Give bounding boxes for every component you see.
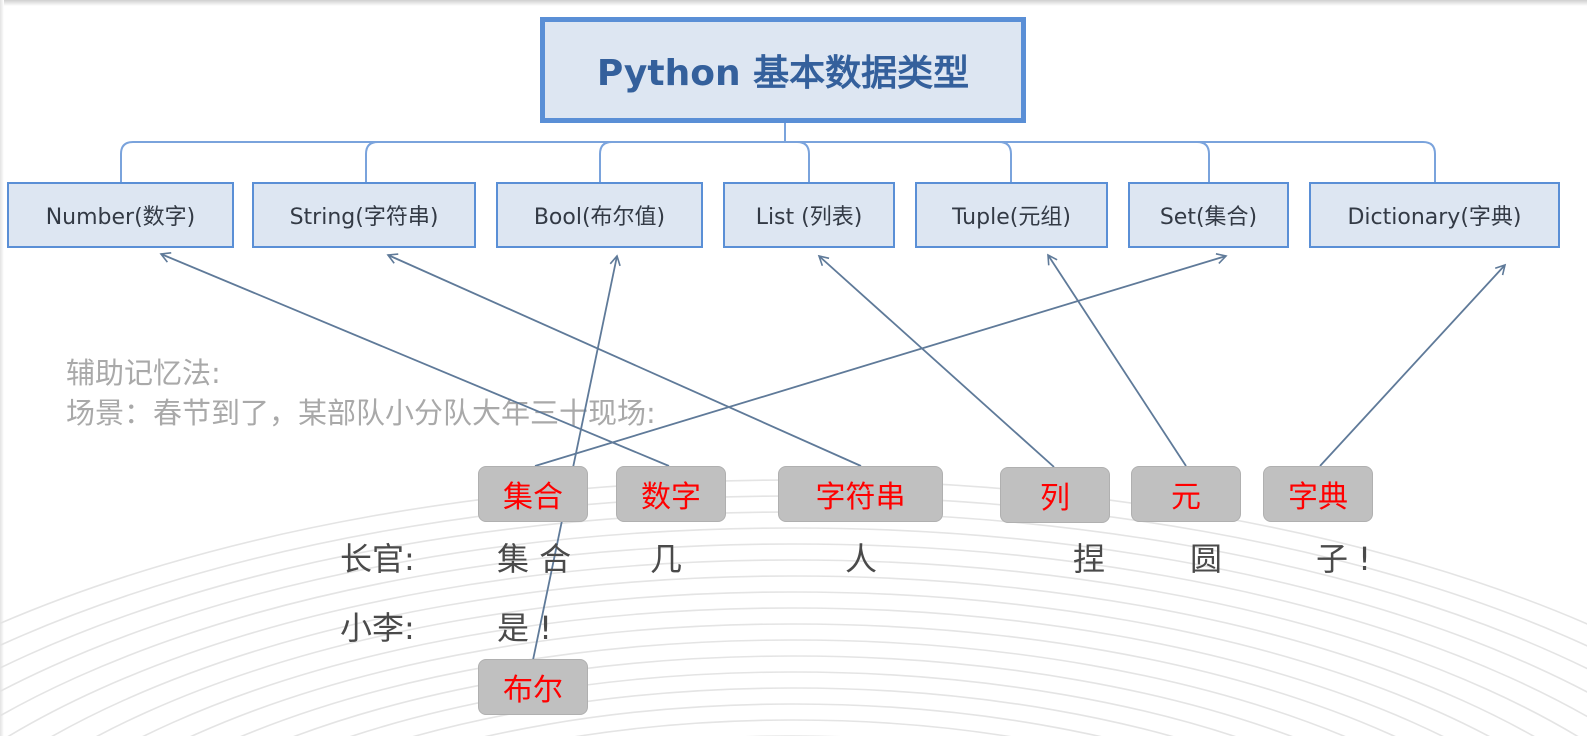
type-node-list: List (列表) [723,182,895,248]
connector-set [1196,141,1210,182]
tag-label: 列 [1040,481,1070,516]
tag-label: 数字 [641,480,701,515]
root-title: Python 基本数据类型 [596,53,970,94]
tag-label: 元 [1171,480,1201,515]
background-arc [142,607,1444,736]
type-node-number: Number(数字) [7,182,234,248]
type-node-tuple: Tuple(元组) [915,182,1108,248]
hint-title: 辅助记忆法: [66,356,221,390]
background-arc [190,623,1396,736]
background-arc [412,687,1174,736]
background-arc [293,655,1293,736]
type-label: Dictionary(字典) [1347,205,1522,230]
background-arc [51,575,1535,736]
tag-label: 布尔 [503,673,563,708]
type-node-set: Set(集合) [1128,182,1289,248]
type-label: Set(集合) [1159,205,1258,230]
officer-word: 几 [650,540,683,578]
arrow-list [817,254,1055,468]
connector-bool [599,141,613,182]
type-node-string: String(字符串) [252,182,476,248]
tag-label: 字典 [1288,480,1348,515]
arrow-bool [532,254,621,661]
tag-set: 集合 [478,466,588,522]
background-arc [0,527,1587,693]
arrow-string [386,253,862,467]
tag-dictionary: 字典 [1263,466,1373,522]
connector-tuple [998,141,1012,182]
soldier-speaker: 小李: [340,609,415,647]
background-arc [350,671,1236,736]
type-label: Bool(布尔值) [533,205,666,230]
officer-word: 圆 [1190,540,1223,578]
background-arc [484,703,1102,736]
background-arc [7,559,1579,736]
connector-list [796,141,810,182]
tag-bool: 布尔 [478,659,588,715]
soldier-word: 是 ! [497,609,553,647]
connector-number [120,141,134,182]
tag-string: 字符串 [778,466,943,522]
type-label: Number(数字) [45,205,196,230]
tag-tuple: 元 [1131,466,1241,522]
background-arc [96,591,1490,736]
window-left-edge [0,0,4,736]
arrow-tuple [1047,253,1187,467]
connector-dictionary [1422,141,1436,182]
arrow-number [159,252,670,467]
connector-string [365,141,379,182]
officer-word: 捏 [1073,540,1106,578]
tag-number: 数字 [616,466,726,522]
background-arc [240,639,1346,736]
officer-word: 集 合 [497,540,572,578]
background-arc [0,543,1587,718]
officer-word: 人 [845,540,878,578]
window-top-edge [0,0,1587,6]
type-label: String(字符串) [289,205,439,230]
tag-list: 列 [1000,467,1110,523]
type-label: List (列表) [755,205,863,230]
type-label: Tuple(元组) [952,205,1071,230]
officer-speaker: 长官: [340,540,415,578]
tag-label: 集合 [503,480,563,515]
type-node-dictionary: Dictionary(字典) [1309,182,1560,248]
arrow-dictionary [1319,263,1507,467]
officer-word: 子 ! [1316,540,1372,578]
type-node-bool: Bool(布尔值) [496,182,703,248]
root-node: Python 基本数据类型 [540,17,1026,123]
arrow-set [534,253,1228,467]
background-arc [575,719,1011,736]
hint-scene: 场景：春节到了，某部队小分队大年三十现场: [66,396,656,430]
tag-label: 字符串 [815,480,906,515]
